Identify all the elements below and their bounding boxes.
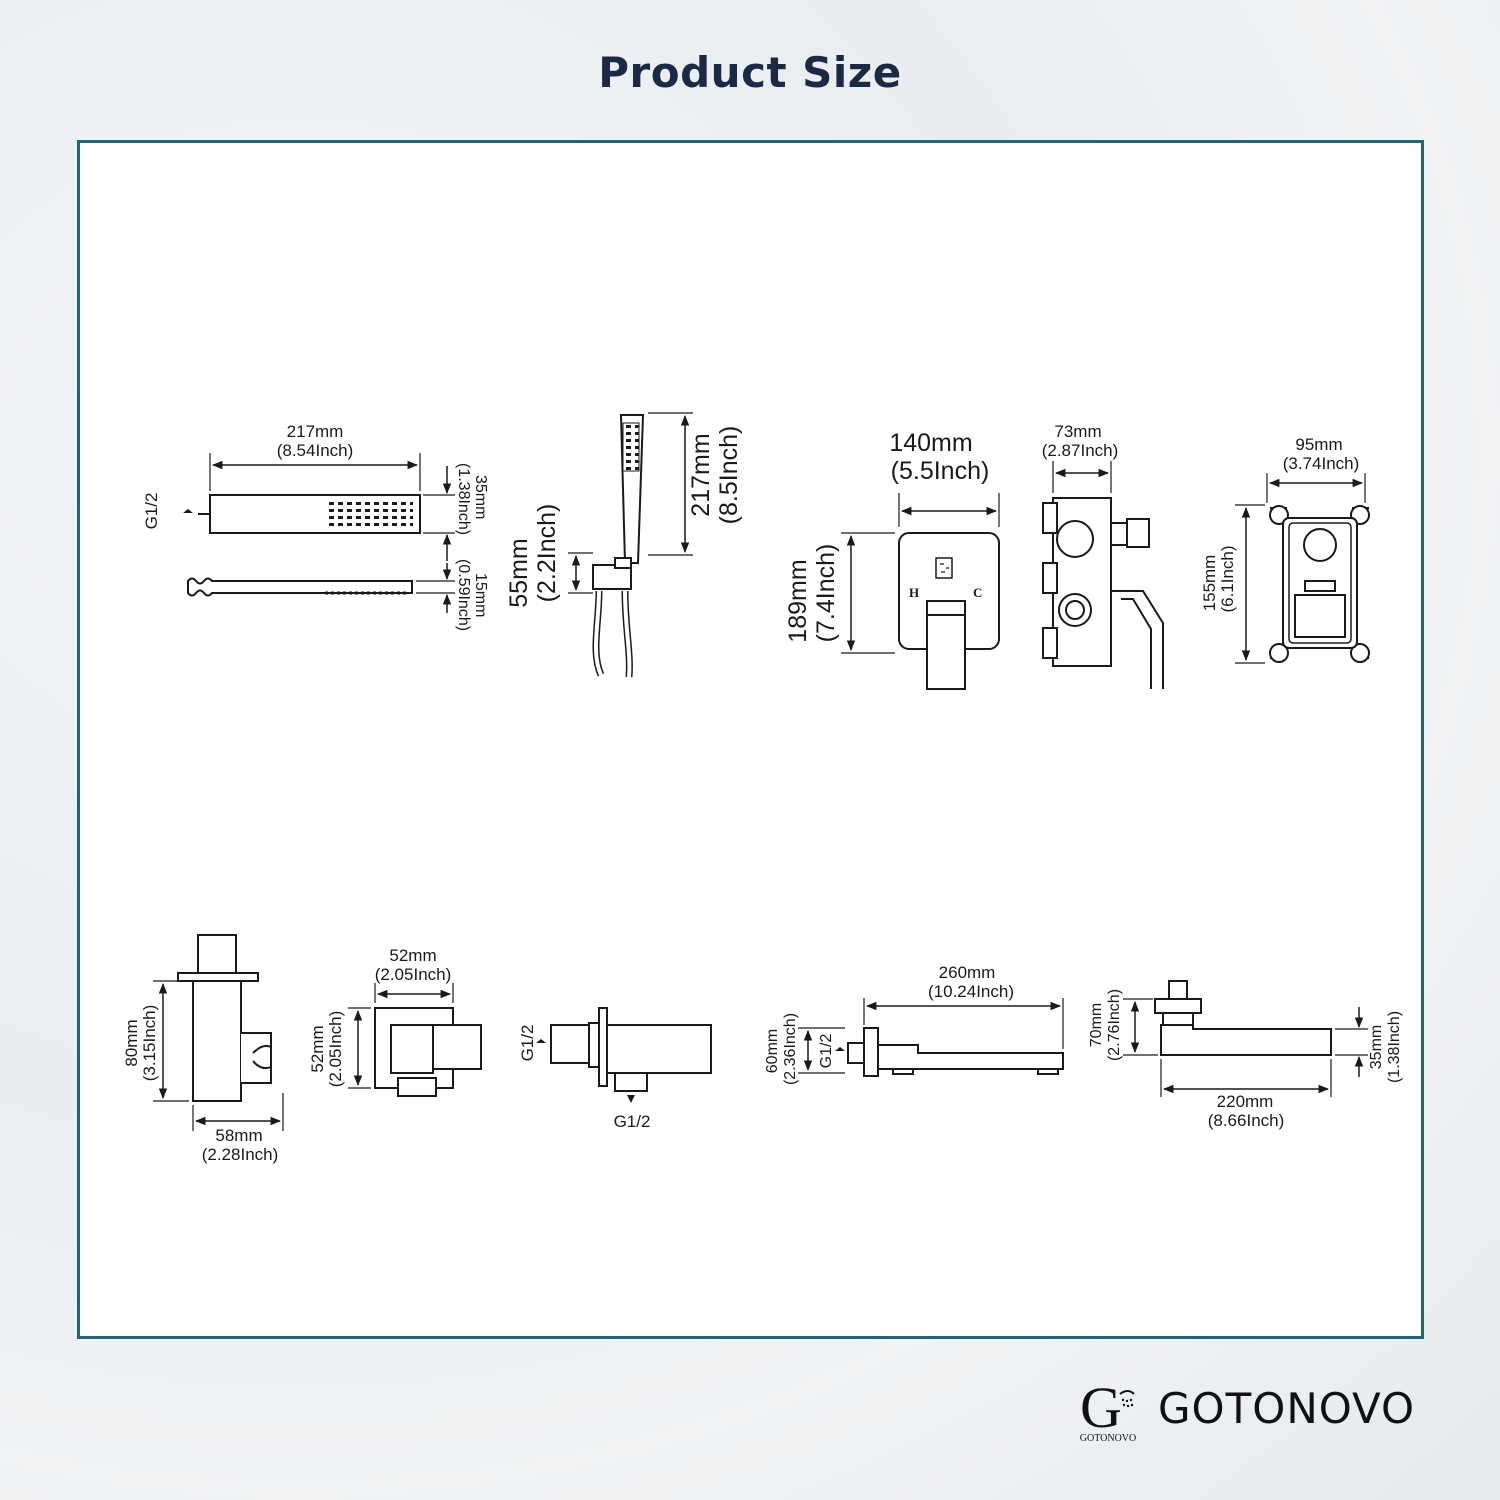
box-height-mm: 155mm (1200, 555, 1219, 612)
tub-spout-side (798, 998, 1064, 1077)
hand-height-mm: 217mm (687, 433, 715, 516)
dimension-diagram: 217mm (8.54Inch) G1/2 35mm (1.38Inch) 15… (122, 412, 1403, 1164)
plate-height-inch: (7.4Inch) (812, 544, 840, 643)
spout-height-inch: (2.36Inch) (782, 1013, 799, 1085)
holder-height-inch: (2.2Inch) (533, 504, 561, 603)
hand-head-mm: 35mm (472, 475, 489, 519)
bracket-width-inch: (2.28Inch) (202, 1145, 279, 1164)
valve-body-side (1042, 461, 1164, 689)
elbow-height-mm: 52mm (308, 1025, 327, 1072)
spout2-height-inch: (2.76Inch) (1106, 989, 1123, 1061)
spout2-length-mm: 220mm (1217, 1092, 1274, 1111)
spout-thread: G1/2 (818, 1034, 835, 1069)
spout2-height-mm: 70mm (1088, 1003, 1105, 1047)
bracket-width-mm: 58mm (215, 1126, 262, 1145)
outlet-thread-left: G1/2 (518, 1025, 537, 1062)
spout2-thick-inch: (1.38Inch) (1386, 1011, 1403, 1083)
plate-height-mm: 189mm (784, 559, 812, 642)
spout-height-mm: 60mm (764, 1029, 781, 1073)
valve-trim-plate (841, 493, 1000, 690)
brand-logo: G GOTONOVO GOTONOVO (1068, 1372, 1438, 1452)
wall-bracket-side (153, 934, 284, 1131)
hand-height-inch: (8.5Inch) (715, 426, 743, 525)
spout-length-inch: (10.24Inch) (928, 982, 1014, 1001)
brand-name: GOTONOVO (1158, 1384, 1416, 1433)
box-height-inch: (6.1Inch) (1218, 545, 1237, 612)
shower-head-icon (1119, 1390, 1135, 1395)
elbow-width-mm: 52mm (389, 946, 436, 965)
spout2-length-inch: (8.66Inch) (1208, 1111, 1285, 1130)
logo-mark: G GOTONOVO (1068, 1372, 1148, 1452)
dimension-labels: 217mm (8.54Inch) G1/2 35mm (1.38Inch) 15… (122, 422, 1403, 1164)
cold-label: C (973, 585, 982, 600)
elbow-width-inch: (2.05Inch) (375, 965, 452, 984)
rough-in-box (1235, 473, 1370, 664)
water-elbow-front (348, 983, 482, 1097)
tub-spout-top (1123, 980, 1368, 1097)
hand-length-mm: 217mm (287, 422, 344, 441)
plate-width-mm: 140mm (889, 429, 972, 457)
valve-depth-mm: 73mm (1054, 422, 1101, 441)
valve-depth-inch: (2.87Inch) (1042, 441, 1119, 460)
bracket-height-mm: 80mm (122, 1019, 141, 1066)
hand-thick-inch: (0.59Inch) (455, 559, 472, 631)
hand-thread: G1/2 (142, 493, 161, 530)
hand-length-inch: (8.54Inch) (277, 441, 354, 460)
logo-letter: G (1080, 1375, 1122, 1440)
spout2-thick-mm: 35mm (1368, 1025, 1385, 1069)
logo-caption: GOTONOVO (1079, 1433, 1137, 1444)
page-title: Product Size (598, 48, 902, 97)
hand-shower-holder-hose (568, 412, 693, 678)
box-width-inch: (3.74Inch) (1283, 454, 1360, 473)
hand-shower-side-view (187, 563, 455, 613)
elbow-height-inch: (2.05Inch) (326, 1011, 345, 1088)
hot-label: H (909, 585, 919, 600)
hand-shower-top-view (183, 453, 455, 561)
plate-width-inch: (5.5Inch) (891, 457, 990, 485)
box-width-mm: 95mm (1295, 435, 1342, 454)
bracket-height-inch: (3.15Inch) (140, 1005, 159, 1082)
outlet-thread-bottom: G1/2 (614, 1112, 651, 1131)
water-drops-icon (1121, 1398, 1134, 1408)
water-outlet-side (536, 1007, 712, 1103)
diagram-frame: 217mm (8.54Inch) G1/2 35mm (1.38Inch) 15… (77, 140, 1424, 1339)
holder-height-mm: 55mm (505, 538, 533, 607)
hand-thick-mm: 15mm (472, 573, 489, 617)
hand-head-inch: (1.38Inch) (455, 463, 472, 535)
spout-length-mm: 260mm (939, 963, 996, 982)
